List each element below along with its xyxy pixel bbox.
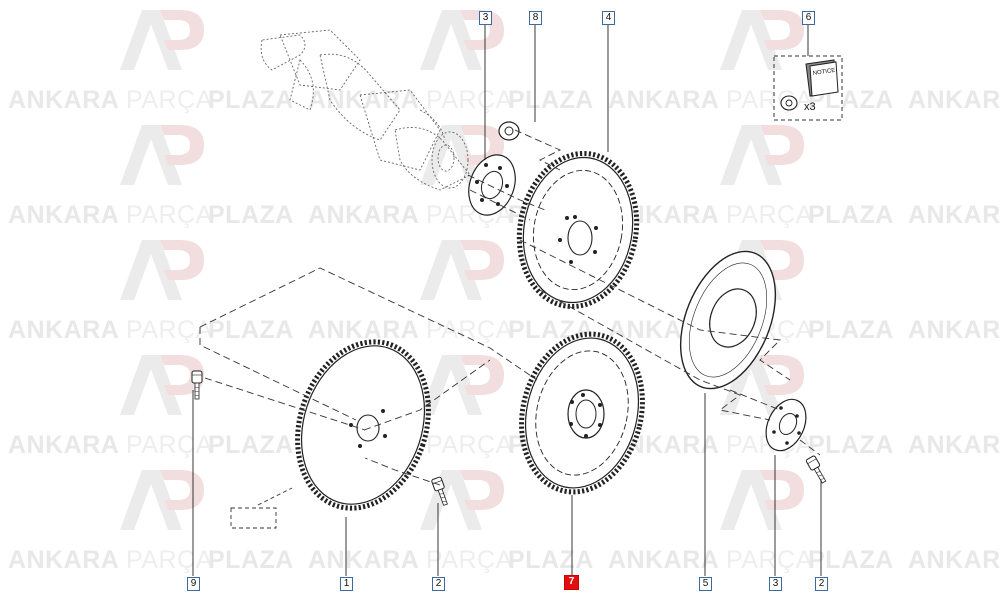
crankshaft xyxy=(260,29,471,191)
watermark-text: PLAZA xyxy=(208,316,294,344)
watermark-text: PLAZA xyxy=(208,546,294,574)
flywheel-lower-left xyxy=(295,339,431,511)
watermark-text: PLAZA xyxy=(508,86,594,114)
callout-3-lower[interactable]: 3 xyxy=(769,577,782,591)
stud-bolt-9 xyxy=(191,370,203,400)
flywheel-bolt-left xyxy=(430,476,451,507)
watermark-text: PARÇA xyxy=(126,316,213,344)
watermark-text: PARÇA xyxy=(726,86,813,114)
watermark-text: PARÇA xyxy=(126,86,213,114)
watermark-text: ANKAR xyxy=(908,431,1000,459)
callout-2-left[interactable]: 2 xyxy=(432,577,445,591)
watermark-text: ANKAR xyxy=(908,201,1000,229)
watermark-text: ANKARA xyxy=(8,86,120,114)
watermark-text: PLAZA xyxy=(208,86,294,114)
reinforcement-plate-upper xyxy=(468,154,516,216)
watermark-text: ANKARA xyxy=(8,431,120,459)
clutch-friction-ring xyxy=(679,250,777,390)
watermark-text: ANKARA xyxy=(608,546,720,574)
watermark-text: ANKARA xyxy=(8,546,120,574)
callout-leaders xyxy=(192,24,822,576)
reinforcement-plate-lower xyxy=(765,398,807,452)
watermark-text: ANKAR xyxy=(908,316,1000,344)
watermark-text: ANKARA xyxy=(8,316,120,344)
kit-quantity: x3 xyxy=(804,101,816,113)
watermark-text: ANKAR xyxy=(908,546,1000,574)
watermark-text: ANKARA xyxy=(8,201,120,229)
flywheel-bolt-right xyxy=(805,454,829,486)
watermark-text: PARÇA xyxy=(126,201,213,229)
callout-4[interactable]: 4 xyxy=(602,11,615,25)
watermark-text: ANKARA xyxy=(308,201,420,229)
watermark-text: PLAZA xyxy=(808,201,894,229)
watermark-text: ANKARA xyxy=(608,86,720,114)
variant-note-frame xyxy=(230,507,277,529)
callout-5[interactable]: 5 xyxy=(699,577,712,591)
pilot-bearing xyxy=(498,121,520,141)
assembly-guide-lines xyxy=(199,129,821,486)
watermark-text: PARÇA xyxy=(426,431,513,459)
watermark-text: ANKARA xyxy=(308,546,420,574)
watermark-text: PLAZA xyxy=(808,431,894,459)
variant-note-arrow xyxy=(257,487,293,506)
callout-1[interactable]: 1 xyxy=(340,577,353,591)
flywheel-lower-middle xyxy=(519,331,645,495)
watermark-text: PARÇA xyxy=(726,201,813,229)
watermark-text: ANKAR xyxy=(908,86,1000,114)
callout-7-selected[interactable]: 7 xyxy=(564,575,579,590)
flywheel-upper xyxy=(516,151,640,309)
watermark-text: PLAZA xyxy=(808,316,894,344)
watermark-text: PLAZA xyxy=(208,201,294,229)
kit-box xyxy=(773,55,843,121)
watermark-text: ANKARA xyxy=(308,316,420,344)
callout-3-upper[interactable]: 3 xyxy=(479,11,492,25)
kit-nut xyxy=(780,95,798,111)
callout-6[interactable]: 6 xyxy=(802,11,815,25)
notice-label: NOTICE xyxy=(812,68,835,77)
watermark-text: PARÇA xyxy=(126,431,213,459)
watermark-text: PLAZA xyxy=(208,431,294,459)
callout-9[interactable]: 9 xyxy=(187,577,200,591)
callout-8[interactable]: 8 xyxy=(529,11,542,25)
watermark-text: PARÇA xyxy=(726,546,813,574)
watermark-text: PLAZA xyxy=(508,546,594,574)
callout-2-right[interactable]: 2 xyxy=(815,577,828,591)
watermark-text: PARÇA xyxy=(126,546,213,574)
watermark-text: PARÇA xyxy=(426,316,513,344)
watermark-text: PLAZA xyxy=(808,546,894,574)
watermark-text: PARÇA xyxy=(426,86,513,114)
watermark-text: PARÇA xyxy=(426,546,513,574)
notice-booklet xyxy=(805,59,839,97)
